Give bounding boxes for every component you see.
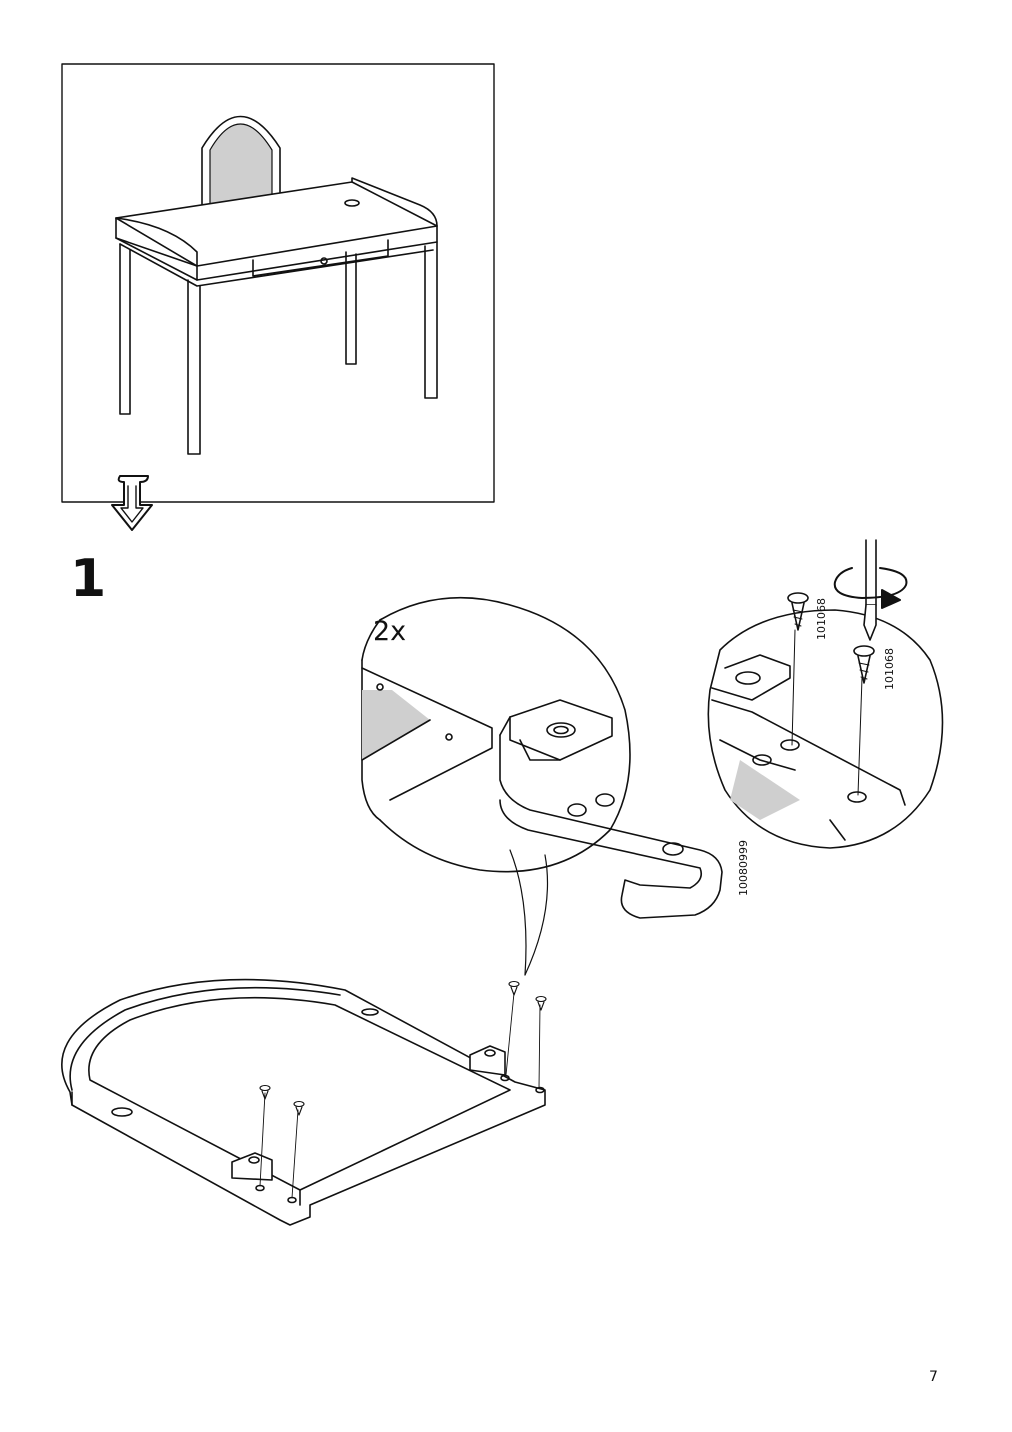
screw-icon [535,995,547,1011]
down-arrow-icon [111,475,153,531]
rotate-arrow-icon [833,567,908,609]
screw-part-number-a: 101068 [815,598,828,640]
overview-frame [61,63,495,503]
screw-part-number-b: 101068 [883,648,896,690]
screw-icon [259,1084,271,1100]
bracket-part-number: 10080999 [737,840,750,896]
screw-icon [853,645,875,684]
screw-icon [787,592,809,631]
screw-callout [707,609,944,849]
bracket-callout [361,596,723,976]
screwdriver-icon [863,539,877,641]
screw-icon [293,1100,305,1116]
screw-icon [508,980,520,996]
step-number: 1 [70,549,107,609]
dressing-table-overview [115,115,438,455]
page-number: 7 [929,1369,938,1385]
quantity-label: 2x [373,616,407,647]
